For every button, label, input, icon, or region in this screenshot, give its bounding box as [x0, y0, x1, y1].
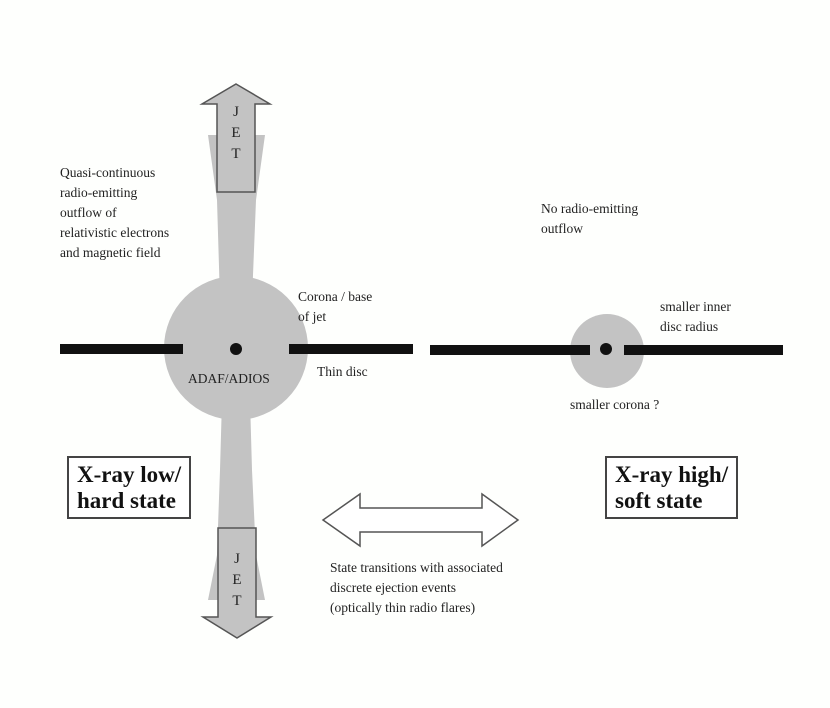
bottom-jet-arrow [200, 527, 274, 639]
bottom-jet-letter-2: E [232, 572, 241, 588]
top-jet-letter-1: J [233, 104, 239, 120]
bottom-jet-letter-1: J [234, 551, 240, 567]
top-jet-text: J E T [231, 104, 240, 162]
top-jet-letter-2: E [231, 125, 240, 141]
right-black-hole-dot [600, 343, 612, 355]
top-jet-arrow [199, 83, 273, 193]
left-disc-outer [60, 344, 183, 354]
smaller-radius-label: smaller inner disc radius [660, 299, 731, 334]
right-disc-inner [624, 345, 783, 355]
right-disc-outer [430, 345, 590, 355]
high-soft-state-box: X-ray high/ soft state [605, 456, 739, 519]
no-outflow-label: No radio-emitting outflow [541, 201, 639, 236]
transition-label: State transitions with associated discre… [330, 560, 503, 615]
low-hard-state-box: X-ray low/ hard state [67, 456, 192, 519]
outflow-label: Quasi-continuous radio-emitting outflow … [60, 165, 170, 260]
corona-base-label: Corona / base of jet [298, 289, 373, 324]
smaller-corona-label: smaller corona ? [570, 397, 660, 412]
left-black-hole-dot [230, 343, 242, 355]
bottom-jet-letter-3: T [232, 593, 241, 609]
thin-disc-label: Thin disc [317, 364, 368, 379]
bottom-jet-text: J E T [232, 551, 241, 609]
left-disc-inner [289, 344, 413, 354]
transition-double-arrow [321, 492, 520, 548]
adaf-label: ADAF/ADIOS [188, 371, 270, 386]
top-jet-letter-3: T [231, 146, 240, 162]
